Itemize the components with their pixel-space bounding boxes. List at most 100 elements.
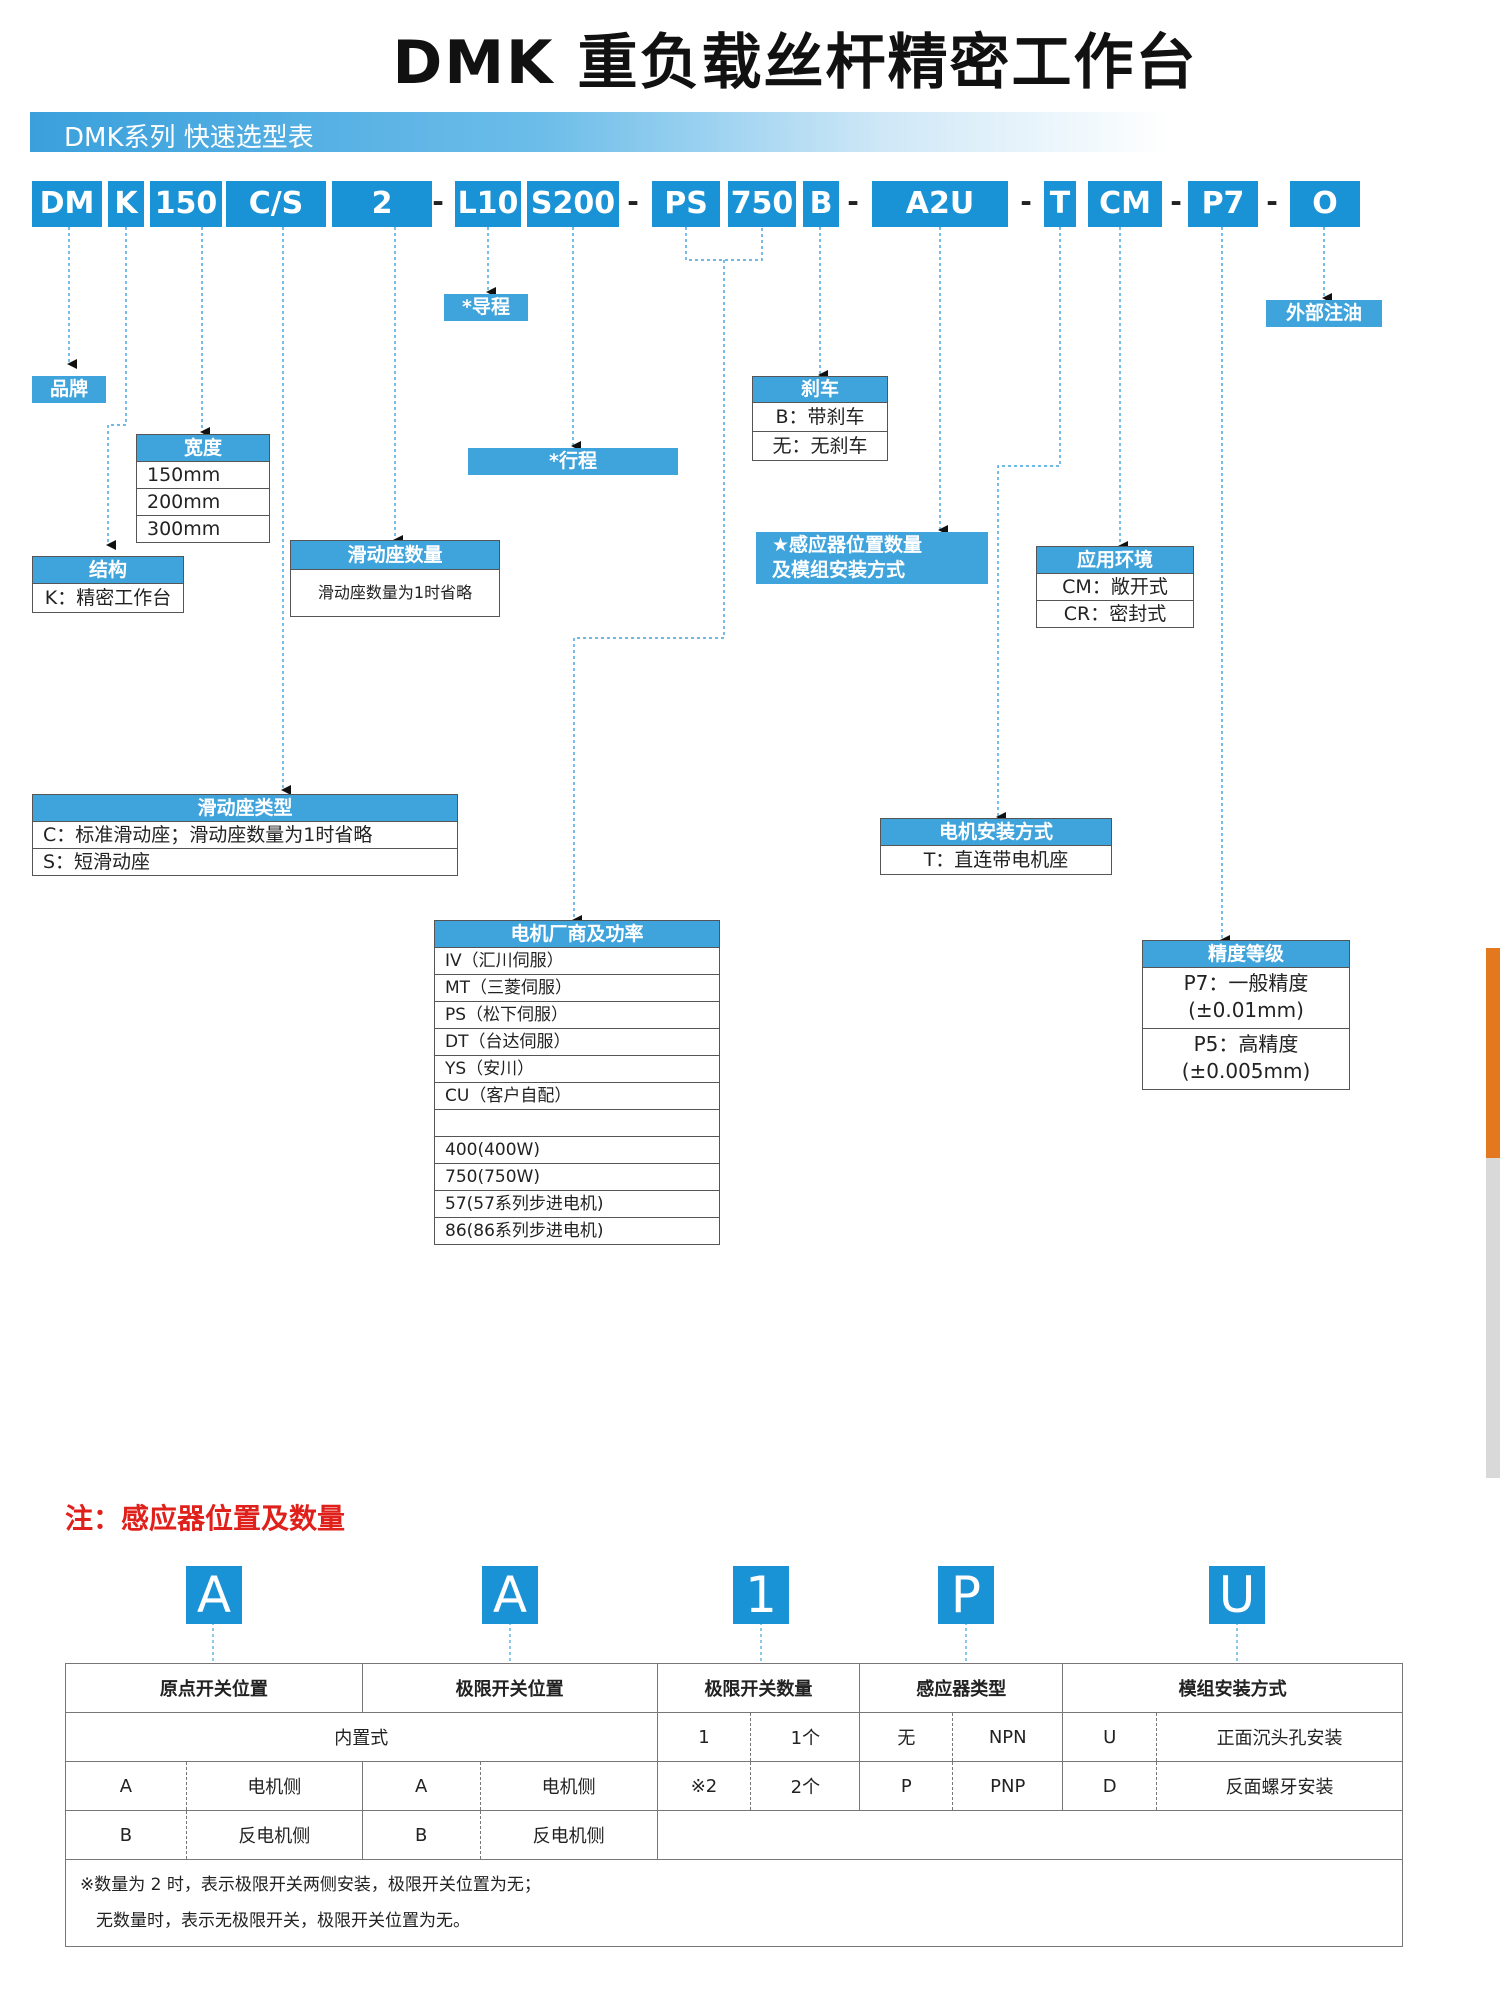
code-slider-type: C/S [226, 181, 326, 227]
code-stroke: S200 [527, 181, 619, 227]
code-motor-power: 750 [728, 181, 796, 227]
width-row: 200mm [137, 488, 269, 515]
code-dm: DM [32, 181, 102, 227]
width-row: 150mm [137, 461, 269, 488]
table-header-row: 原点开关位置 极限开关位置 极限开关数量 感应器类型 模组安装方式 [65, 1663, 1403, 1713]
code-dash: - [1020, 185, 1032, 218]
cell-value: 1个 [750, 1712, 861, 1762]
cell-value: PNP [952, 1761, 1064, 1811]
precision-tolerance: (±0.005mm) [1181, 1059, 1311, 1083]
label-external-oil: 外部注油 [1266, 300, 1382, 327]
side-tab-gray [1486, 1158, 1500, 1478]
section-banner: DMK系列 快速选型表 [30, 112, 1170, 153]
env-box: 应用环境 CM：敞开式 CR：密封式 [1036, 546, 1194, 628]
motor-row: 400(400W) [435, 1136, 719, 1163]
precision-title: 精度等级 [1143, 941, 1349, 967]
cell-code: 无 [859, 1712, 954, 1762]
cell-value: 电机侧 [185, 1761, 363, 1811]
code-dash: - [1266, 185, 1278, 218]
structure-box: 结构 K：精密工作台 [32, 556, 184, 613]
label-stroke: *行程 [468, 448, 678, 475]
table-row: 内置式 1 1个 无 NPN U 正面沉头孔安装 [65, 1712, 1403, 1762]
width-row: 300mm [137, 515, 269, 542]
width-box: 宽度 150mm 200mm 300mm [136, 434, 270, 543]
table-row: B 反电机侧 B 反电机侧 [65, 1810, 1404, 1860]
motor-row: 57(57系列步进电机) [435, 1190, 719, 1217]
cell-code: D [1062, 1761, 1158, 1811]
slider-qty-title: 滑动座数量 [291, 541, 499, 569]
code-dash: - [432, 185, 444, 218]
motor-row [435, 1109, 719, 1136]
cell-code: B [65, 1810, 187, 1860]
cell-code: 1 [656, 1712, 752, 1762]
precision-box: 精度等级 P7：一般精度 (±0.01mm) P5：高精度 (±0.005mm) [1142, 940, 1350, 1090]
code-dash: - [1170, 185, 1182, 218]
width-title: 宽度 [137, 435, 269, 461]
note-letter: U [1209, 1566, 1265, 1624]
sensor-table: 原点开关位置 极限开关位置 极限开关数量 感应器类型 模组安装方式 内置式 1 … [65, 1663, 1404, 1947]
code-precision: P7 [1188, 181, 1258, 227]
structure-title: 结构 [33, 557, 183, 583]
env-title: 应用环境 [1037, 547, 1193, 573]
note-letter: 1 [733, 1566, 789, 1624]
motor-mount-box: 电机安装方式 T：直连带电机座 [880, 818, 1112, 875]
header-origin: 原点开关位置 [65, 1663, 363, 1713]
label-brand: 品牌 [32, 376, 106, 403]
cell-code: U [1062, 1712, 1158, 1762]
motor-row: PS（松下伺服） [435, 1001, 719, 1028]
table-row: A 电机侧 A 电机侧 ※2 2个 P PNP D 反面螺牙安装 [65, 1761, 1403, 1811]
cell-code: P [859, 1761, 954, 1811]
code-sensor: A2U [872, 181, 1008, 227]
side-tab-orange [1486, 948, 1500, 1158]
code-env: CM [1088, 181, 1162, 227]
cell-code: A [65, 1761, 187, 1811]
header-sensor-type: 感应器类型 [859, 1663, 1064, 1713]
page-title: DMK 重负载丝杆精密工作台 [392, 28, 1198, 98]
code-motor-mount: T [1044, 181, 1076, 227]
banner-text: DMK系列 快速选型表 [64, 123, 314, 153]
precision-row: P5：高精度 (±0.005mm) [1143, 1028, 1349, 1089]
precision-name: P7：一般精度 [1183, 971, 1309, 995]
slider-type-row: C：标准滑动座；滑动座数量为1时省略 [33, 821, 457, 848]
footnote-cell: ※数量为 2 时，表示极限开关两侧安装，极限开关位置为无； 无数量时，表示无极限… [65, 1859, 1403, 1947]
cell-code: ※2 [656, 1761, 752, 1811]
motor-row: 86(86系列步进电机) [435, 1217, 719, 1244]
note-title: 注：感应器位置及数量 [65, 1502, 346, 1535]
precision-name: P5：高精度 [1193, 1032, 1299, 1056]
motor-row: CU（客户自配） [435, 1082, 719, 1109]
code-lead: L10 [455, 181, 521, 227]
slider-type-title: 滑动座类型 [33, 795, 457, 821]
motor-row: IV（汇川伺服） [435, 947, 719, 974]
structure-row: K：精密工作台 [33, 583, 183, 612]
slider-qty-box: 滑动座数量 滑动座数量为1时省略 [290, 540, 500, 617]
label-lead: *导程 [444, 294, 528, 321]
brake-box: 刹车 B：带刹车 无：无刹车 [752, 376, 888, 461]
code-motor-maker: PS [652, 181, 720, 227]
header-limit-qty: 极限开关数量 [656, 1663, 861, 1713]
code-brake: B [803, 181, 839, 227]
header-limit: 极限开关位置 [361, 1663, 658, 1713]
label-sensor-line: ★感应器位置数量 [772, 534, 923, 556]
note-letter: P [938, 1566, 994, 1624]
table-footnote-row: ※数量为 2 时，表示极限开关两侧安装，极限开关位置为无； 无数量时，表示无极限… [65, 1859, 1403, 1947]
cell-value: 反面螺牙安装 [1156, 1761, 1403, 1811]
header-mount: 模组安装方式 [1062, 1663, 1403, 1713]
slider-qty-row: 滑动座数量为1时省略 [291, 569, 499, 616]
env-row: CR：密封式 [1037, 600, 1193, 627]
brake-title: 刹车 [753, 377, 887, 402]
motor-title: 电机厂商及功率 [435, 921, 719, 947]
cell-value: 反电机侧 [185, 1810, 363, 1860]
code-oil: O [1290, 181, 1360, 227]
cell-builtin: 内置式 [65, 1712, 658, 1762]
cell-value: 2个 [750, 1761, 861, 1811]
slider-type-box: 滑动座类型 C：标准滑动座；滑动座数量为1时省略 S：短滑动座 [32, 794, 458, 876]
code-dash: - [627, 185, 639, 218]
note-letter: A [186, 1566, 242, 1624]
code-width: 150 [150, 181, 222, 227]
cell-code: A [361, 1761, 481, 1811]
cell-value: 反电机侧 [479, 1810, 658, 1860]
note-letter: A [482, 1566, 538, 1624]
env-row: CM：敞开式 [1037, 573, 1193, 600]
cell-value: 电机侧 [479, 1761, 658, 1811]
